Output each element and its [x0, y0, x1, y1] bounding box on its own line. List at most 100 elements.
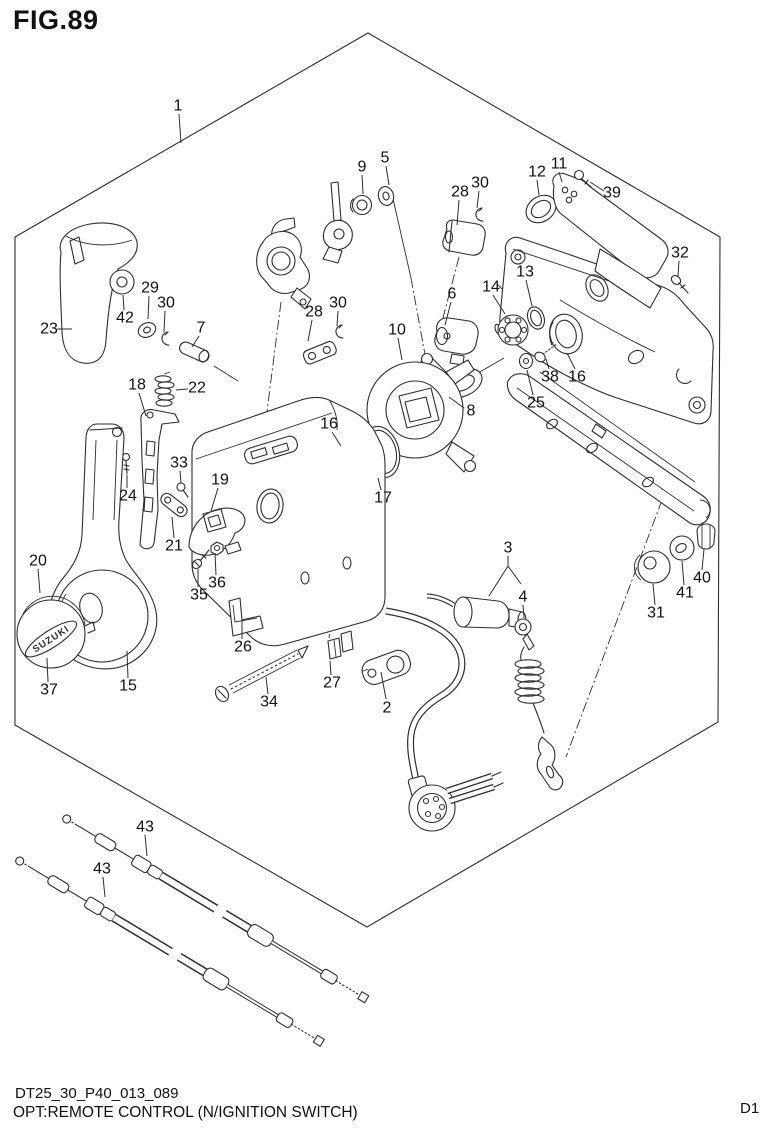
- handle-grip-23: [59, 222, 138, 364]
- clip-30-right: [475, 207, 484, 222]
- leader-line: [558, 171, 563, 183]
- part-label-37: 37: [40, 682, 58, 699]
- lever-arm-11: [552, 172, 669, 309]
- grommet-31: [634, 550, 671, 584]
- pivot-bracket: [256, 217, 312, 310]
- link-plate-21: [160, 492, 188, 518]
- part-label-38: 38: [541, 369, 559, 386]
- washer-5: [377, 186, 395, 206]
- nut-40: [696, 523, 716, 550]
- oval-ring-13: [526, 306, 546, 330]
- part-label-3: 3: [504, 540, 513, 557]
- control-cable-43-lower: [15, 856, 325, 1047]
- part-label-16: 16: [320, 416, 338, 433]
- leader-line: [126, 650, 129, 679]
- bushing-9: [350, 194, 373, 216]
- leader-line: [476, 190, 480, 209]
- leader-line: [178, 113, 182, 144]
- washer-29: [137, 322, 157, 338]
- leader-line: [214, 552, 217, 576]
- part-label-23: 23: [40, 321, 58, 338]
- leader-line: [701, 548, 705, 571]
- part-label-10: 10: [388, 322, 406, 339]
- leader-line: [171, 516, 175, 539]
- part-label-40: 40: [693, 570, 711, 587]
- part-label-6: 6: [448, 286, 457, 303]
- leader-line: [677, 260, 680, 277]
- part-label-20: 20: [29, 553, 47, 570]
- leader-line: [37, 568, 41, 594]
- leader-line: [397, 337, 403, 361]
- part-label-5: 5: [381, 150, 390, 167]
- part-label-41: 41: [676, 585, 694, 602]
- part-label-18: 18: [128, 377, 146, 394]
- part-label-35: 35: [190, 587, 208, 604]
- leader-line: [46, 657, 49, 683]
- lower-cover-part: [506, 371, 711, 526]
- leader-line: [179, 470, 182, 484]
- cylinder-6: [434, 317, 479, 366]
- cam-sector-19: [188, 507, 246, 556]
- leader-line: [210, 487, 219, 512]
- leader-line: [507, 565, 522, 585]
- part-label-26: 26: [234, 639, 252, 656]
- leader-line: [444, 301, 452, 326]
- pin-7: [179, 341, 210, 363]
- leader-line: [526, 369, 534, 396]
- leader-line: [361, 174, 364, 195]
- leader-line: [329, 660, 332, 676]
- leader-line: [488, 565, 509, 597]
- leader-line: [175, 388, 189, 391]
- part-label-21: 21: [165, 538, 183, 555]
- part-label-13: 13: [516, 264, 534, 281]
- leader-line: [525, 279, 533, 307]
- part-label-17: 17: [374, 490, 392, 507]
- drawing-code: DT25_30_P40_013_089: [15, 1085, 179, 1102]
- harness-cable: [385, 607, 504, 832]
- leader-line: [336, 310, 339, 327]
- washer-42: [109, 269, 135, 295]
- lever-cap-20: SUZUKI: [16, 595, 96, 669]
- leader-line: [163, 310, 166, 333]
- part-label-4: 4: [519, 589, 528, 606]
- part-label-14: 14: [482, 279, 500, 296]
- spring-22: [154, 371, 175, 407]
- leader-line: [652, 583, 656, 606]
- part-label-2: 2: [383, 700, 392, 717]
- part-label-43: 43: [93, 861, 111, 878]
- lanyard-coil: [514, 646, 545, 734]
- part-label-34: 34: [260, 694, 278, 711]
- screw-24: [121, 452, 131, 475]
- leader-line: [307, 319, 313, 342]
- gear-piece-14: [494, 314, 529, 346]
- part-label-30: 30: [329, 295, 347, 312]
- part-label-32: 32: [671, 245, 689, 262]
- rear-plate-part: [499, 236, 714, 425]
- leader-line: [122, 294, 125, 311]
- part-label-29: 29: [141, 280, 159, 297]
- part-label-11: 11: [551, 156, 568, 173]
- part-label-12: 12: [528, 164, 546, 181]
- leader-line: [492, 294, 506, 315]
- part-label-36: 36: [208, 575, 226, 592]
- leader-line: [385, 165, 390, 186]
- washer-25: [518, 352, 534, 370]
- part-label-19: 19: [211, 472, 229, 489]
- leader-line: [589, 181, 605, 192]
- clip-30-b: [335, 324, 344, 339]
- leader-line: [138, 392, 147, 417]
- leader-line: [102, 876, 106, 898]
- neutral-lever: [322, 181, 353, 264]
- part-label-1: 1: [174, 98, 183, 115]
- control-box-housing: [191, 396, 386, 647]
- leader-line: [265, 676, 269, 695]
- nut-36: [210, 541, 224, 556]
- part-label-43: 43: [136, 819, 154, 836]
- part-label-30: 30: [157, 295, 175, 312]
- screw-39: [573, 169, 592, 188]
- leader-line: [191, 335, 200, 348]
- part-label-42: 42: [116, 310, 134, 327]
- part-label-27: 27: [323, 675, 341, 692]
- part-label-8: 8: [467, 403, 476, 420]
- leader-line: [536, 179, 540, 196]
